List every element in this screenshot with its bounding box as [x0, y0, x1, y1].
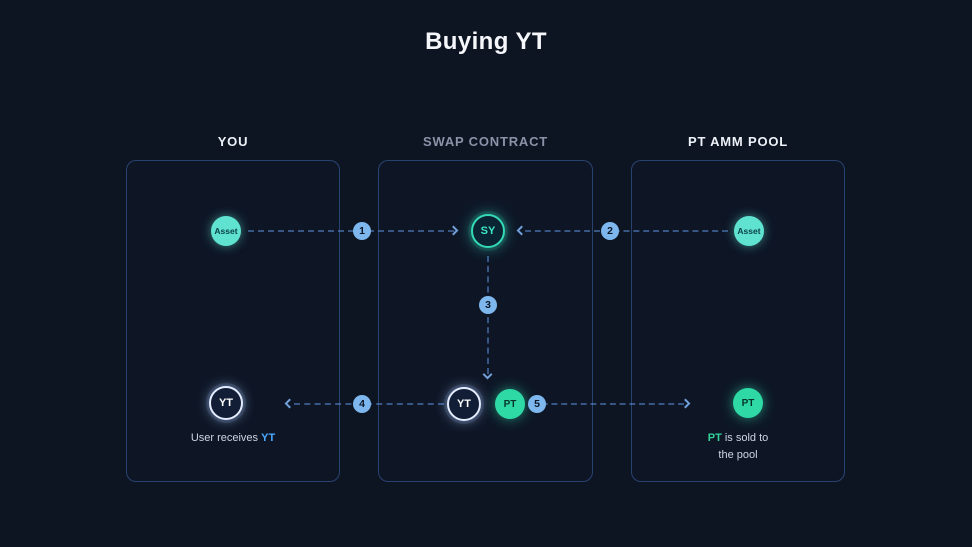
panel-pt-amm-pool	[631, 160, 845, 482]
caption-line-1: PT is sold to	[631, 430, 845, 447]
caption-highlight-yt: YT	[261, 432, 276, 444]
panel-you	[126, 160, 340, 482]
column-header-you: YOU	[217, 134, 249, 149]
column-header-swap-contract: SWAP CONTRACT	[423, 134, 548, 149]
arrow-line-pt-to-pool	[532, 403, 684, 405]
caption-line-2: the pool	[718, 449, 758, 462]
column-header-pt-amm-pool: PT AMM POOL	[687, 134, 789, 149]
token-yt-you: YT	[209, 386, 243, 420]
step-badge-5: 5	[528, 395, 546, 413]
token-pt-swap: PT	[495, 389, 525, 419]
token-asset-pool: Asset	[734, 216, 764, 246]
caption-text: is sold to	[721, 432, 769, 444]
step-badge-4: 4	[353, 395, 371, 413]
arrow-line-asset-to-sy	[248, 230, 454, 232]
arrow-line-pool-asset-to-sy	[525, 230, 728, 232]
token-yt-swap: YT	[447, 387, 481, 421]
caption-user-receives-yt: User receives YT	[126, 430, 340, 447]
token-pt-pool: PT	[733, 388, 763, 418]
arrow-line-sy-to-yt-pt	[487, 256, 489, 374]
caption-text: User receives	[190, 432, 262, 444]
panel-swap-contract	[378, 160, 593, 482]
caption-highlight-pt: PT	[707, 432, 722, 444]
caption-pt-sold-to-pool: PT is sold to the pool	[631, 430, 845, 464]
step-badge-2: 2	[601, 222, 619, 240]
diagram-title: Buying YT	[425, 28, 547, 55]
token-asset-you: Asset	[211, 216, 241, 246]
step-badge-3: 3	[479, 296, 497, 314]
token-sy-swap: SY	[471, 214, 505, 248]
step-badge-1: 1	[353, 222, 371, 240]
